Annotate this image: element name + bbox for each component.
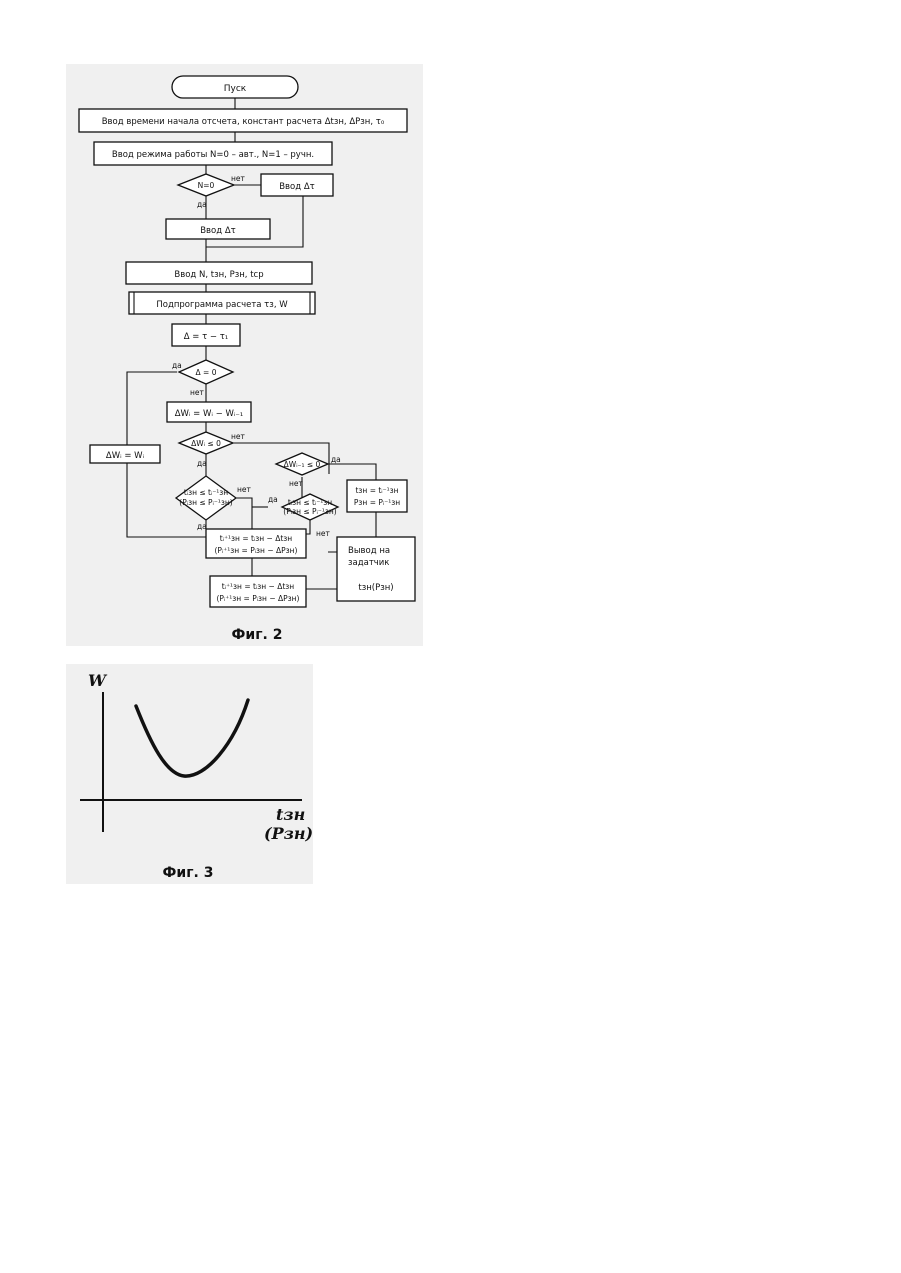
- assign-right-line2: Pзн = Pᵢ⁻¹зн: [354, 498, 400, 507]
- increment-line1: tᵢ⁺¹зн = tᵢзн − Δtзн: [222, 582, 294, 591]
- no-label: нет: [190, 388, 205, 397]
- decision-t-right-line2: (Pᵢзн ≤ Pᵢ⁻¹зн): [283, 507, 336, 516]
- decision-dw-prev: ΔWᵢ₋₁ ≤ 0 да нет: [276, 453, 341, 488]
- delta-tau-box: Δ = τ − τ₁: [172, 324, 240, 346]
- start-terminal: Пуск: [172, 76, 298, 98]
- decision-mode-label: N=0: [198, 181, 215, 190]
- flowchart-canvas: Пуск Ввод времени начала отсчета, конста…: [66, 64, 423, 646]
- input-mode-box: Ввод режима работы N=0 – авт., N=1 – руч…: [94, 142, 332, 165]
- start-label: Пуск: [224, 84, 247, 94]
- input-params-box: Ввод N, tзн, Pзн, tср: [126, 262, 312, 284]
- decision-dw-prev-label: ΔWᵢ₋₁ ≤ 0: [284, 460, 321, 469]
- input-dt-left-box: Ввод Δτ: [166, 219, 270, 239]
- decision-delta-label: Δ = 0: [196, 368, 217, 377]
- no-label: нет: [231, 432, 246, 441]
- no-label: нет: [231, 174, 246, 183]
- decision-t-left-line1: tᵢзн ≤ tᵢ⁻¹зн: [184, 488, 228, 497]
- increment-box: tᵢ⁺¹зн = tᵢзн − Δtзн (Pᵢ⁺¹зн = Pᵢзн − ΔP…: [210, 576, 306, 607]
- no-label: нет: [289, 479, 304, 488]
- decision-delta: Δ = 0 да нет: [172, 360, 233, 397]
- connector-lines: [127, 98, 376, 589]
- delta-tau-label: Δ = τ − τ₁: [184, 332, 229, 342]
- output-line1: Вывод на: [348, 546, 390, 556]
- output-box: Вывод на задатчик tзн(Pзн): [337, 537, 415, 601]
- decrement-box: tᵢ⁺¹зн = tᵢзн − Δtзн (Pᵢ⁺¹зн = Pᵢзн − ΔP…: [206, 529, 306, 558]
- no-label: нет: [237, 485, 252, 494]
- yes-label: да: [197, 459, 207, 468]
- decision-dw: ΔWᵢ ≤ 0 нет да: [179, 432, 246, 468]
- decision-t-left-line2: (Pᵢзн ≤ Pᵢ⁻¹зн): [179, 498, 232, 507]
- decision-mode: N=0 нет да: [178, 174, 246, 209]
- assign-right-box: tзн = tᵢ⁻¹зн Pзн = Pᵢ⁻¹зн: [347, 480, 407, 512]
- input-dt-left-label: Ввод Δτ: [200, 226, 236, 236]
- input-dt-right-label: Ввод Δτ: [279, 182, 315, 192]
- delta-w-left-label: ΔWᵢ = Wᵢ: [106, 451, 144, 461]
- increment-line2: (Pᵢ⁺¹зн = Pᵢзн − ΔPзн): [217, 594, 300, 603]
- y-axis-label: W: [88, 671, 108, 690]
- decrement-line2: (Pᵢ⁺¹зн = Pᵢзн − ΔPзн): [215, 546, 298, 555]
- yes-label: да: [331, 455, 341, 464]
- figure-3-plot: W tзн (Pзн) Фиг. 3: [66, 664, 313, 884]
- plot-canvas: W tзн (Pзн) Фиг. 3: [66, 664, 313, 884]
- decision-t-right-line1: tᵢзн ≤ tᵢ⁻¹зн: [288, 498, 332, 507]
- yes-label: да: [172, 361, 182, 370]
- input-params-label: Ввод N, tзн, Pзн, tср: [174, 270, 263, 280]
- figure-2-caption: Фиг. 2: [232, 627, 283, 643]
- input-mode-label: Ввод режима работы N=0 – авт., N=1 – руч…: [112, 150, 314, 160]
- decision-t-left: tᵢзн ≤ tᵢ⁻¹зн (Pᵢзн ≤ Pᵢ⁻¹зн) нет да: [176, 476, 252, 531]
- output-line2: задатчик: [348, 558, 389, 568]
- subroutine-box: Подпрограмма расчета τз, W: [129, 292, 315, 314]
- decrement-line1: tᵢ⁺¹зн = tᵢзн − Δtзн: [220, 534, 292, 543]
- decision-dw-label: ΔWᵢ ≤ 0: [191, 439, 221, 448]
- assign-right-line1: tзн = tᵢ⁻¹зн: [355, 486, 398, 495]
- subroutine-label: Подпрограмма расчета τз, W: [156, 300, 288, 310]
- no-label: нет: [316, 529, 331, 538]
- x-axis-label-alt: (Pзн): [264, 824, 313, 843]
- figure-3-caption: Фиг. 3: [163, 865, 214, 881]
- yes-label: да: [197, 200, 207, 209]
- delta-w-box: ΔWᵢ = Wᵢ − Wᵢ₋₁: [167, 402, 251, 422]
- input-times-label: Ввод времени начала отсчета, констант ра…: [102, 117, 385, 127]
- w-curve: [136, 700, 248, 776]
- x-axis-label: tзн: [276, 805, 305, 824]
- yes-label: да: [268, 495, 278, 504]
- yes-label: да: [197, 522, 207, 531]
- delta-w-left-box: ΔWᵢ = Wᵢ: [90, 445, 160, 463]
- output-line3: tзн(Pзн): [358, 583, 393, 593]
- input-times-box: Ввод времени начала отсчета, констант ра…: [79, 109, 407, 132]
- input-dt-right-box: Ввод Δτ: [261, 174, 333, 196]
- delta-w-label: ΔWᵢ = Wᵢ − Wᵢ₋₁: [175, 409, 244, 419]
- figure-2-flowchart: Пуск Ввод времени начала отсчета, конста…: [66, 64, 423, 646]
